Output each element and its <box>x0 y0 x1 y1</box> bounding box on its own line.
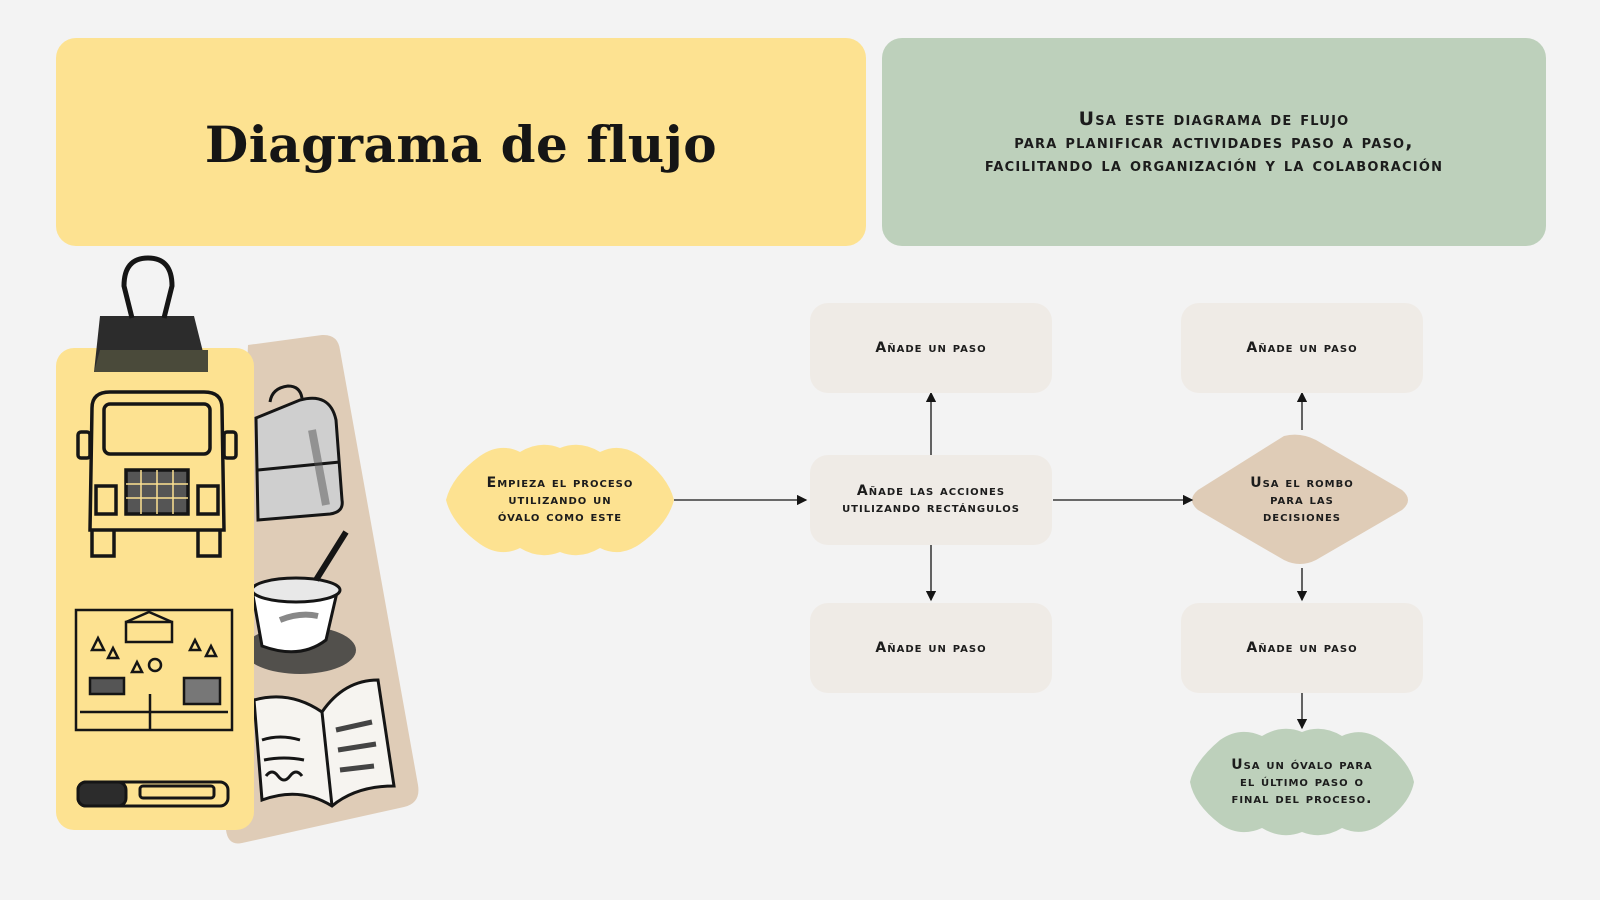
step-label: Añade un paso <box>875 639 987 656</box>
description-text: Usa este diagrama de flujo para planific… <box>985 108 1443 177</box>
description-line: Usa este diagrama de flujo <box>1078 107 1350 130</box>
step-label: Añade un paso <box>875 339 987 356</box>
start-oval: Empieza el proceso utilizando un óvalo c… <box>446 452 674 548</box>
action-label-line: utilizando rectángulos <box>842 500 1020 516</box>
end-oval: Usa un óvalo para el último paso o final… <box>1190 734 1414 830</box>
step-box-top-left: Añade un paso <box>810 303 1052 393</box>
binder-clip-icon <box>94 255 208 372</box>
description-line: facilitando la organización y la colabor… <box>984 153 1444 176</box>
title-panel: Diagrama de flujo <box>56 38 866 246</box>
end-label-line: final del proceso. <box>1231 790 1373 807</box>
page-title: Diagrama de flujo <box>204 114 718 174</box>
map-icon <box>74 608 234 732</box>
description-line: para planificar actividades paso a paso, <box>1014 130 1414 153</box>
end-label-line: Usa un óvalo para <box>1231 756 1373 773</box>
start-oval-shape <box>446 444 674 556</box>
briefcase-icon <box>254 384 344 522</box>
step-label: Añade un paso <box>1246 639 1358 656</box>
action-label-line: Añade las acciones <box>856 483 1006 499</box>
decision-diamond-shape <box>1192 434 1408 564</box>
open-book-icon <box>252 678 396 808</box>
decision-diamond: Usa el rombo para las decisiones <box>1190 440 1414 560</box>
end-oval-shape <box>1190 728 1414 836</box>
cup-icon <box>244 530 356 674</box>
action-box: Añade las acciones utilizando rectángulo… <box>810 455 1052 545</box>
truck-icon <box>76 390 238 558</box>
step-box-bottom-left: Añade un paso <box>810 603 1052 693</box>
start-label-line: Empieza el proceso <box>486 474 634 491</box>
decision-label-line: decisiones <box>1262 508 1341 525</box>
description-panel: Usa este diagrama de flujo para planific… <box>882 38 1546 246</box>
step-box-top-right: Añade un paso <box>1181 303 1423 393</box>
decision-label-line: Usa el rombo <box>1250 474 1354 491</box>
step-label: Añade un paso <box>1246 339 1358 356</box>
start-label-line: utilizando un <box>508 491 612 508</box>
end-label-line: el último paso o <box>1239 773 1364 790</box>
start-label-line: óvalo como este <box>497 508 623 525</box>
step-box-bottom-right: Añade un paso <box>1181 603 1423 693</box>
decision-label-line: para las <box>1270 491 1334 508</box>
illustration <box>56 255 419 844</box>
highlighter-icon <box>76 780 230 808</box>
